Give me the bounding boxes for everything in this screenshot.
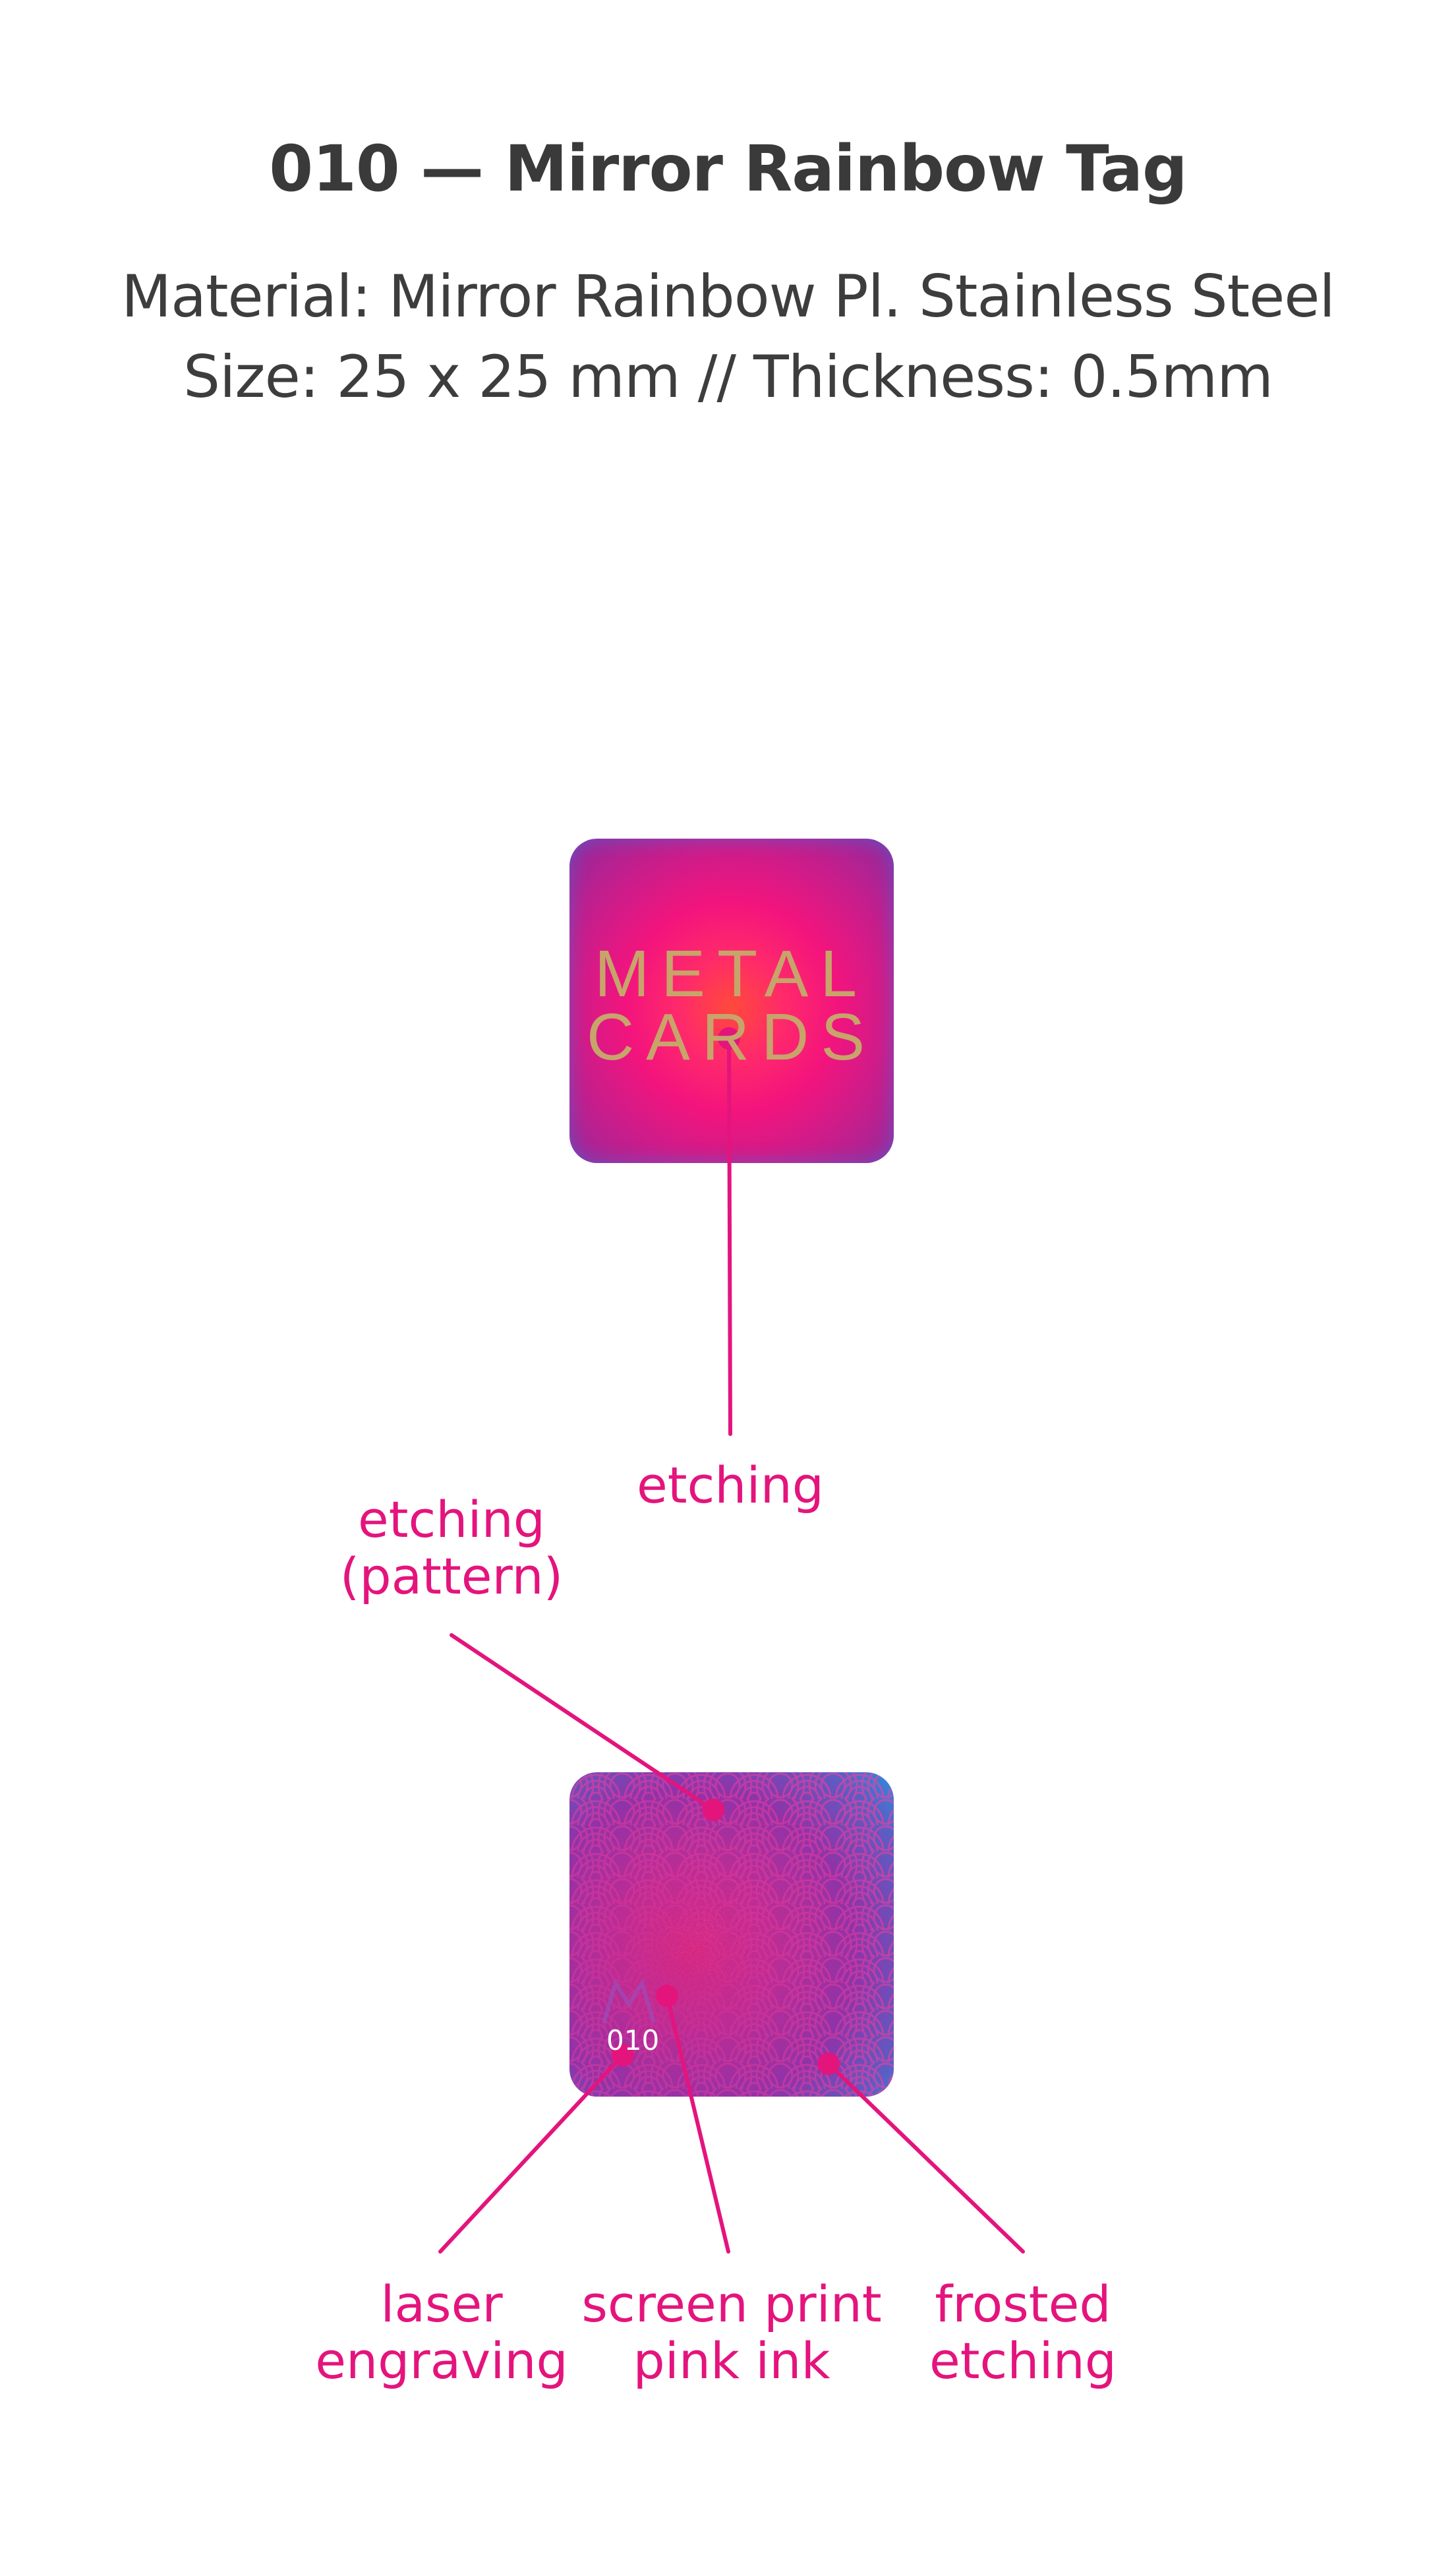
tag-number: 010 <box>606 2024 660 2056</box>
back-tag: 010 <box>569 1772 894 2097</box>
label-frosted-etching: frosted etching <box>929 2275 1117 2390</box>
label-screen-print: screen print pink ink <box>581 2275 882 2390</box>
size-spec: Size: 25 x 25 mm // Thickness: 0.5mm <box>183 343 1273 411</box>
label-etching: etching <box>636 1456 825 1514</box>
logo-text-metal: METAL <box>595 937 869 1011</box>
front-tag: METAL CARDS <box>569 839 894 1163</box>
logo-text-cards: CARDS <box>586 1000 877 1074</box>
label-laser-engraving: laser engraving <box>315 2275 568 2390</box>
page-title: 010 — Mirror Rainbow Tag <box>269 132 1187 206</box>
material-spec: Material: Mirror Rainbow Pl. Stainless S… <box>121 262 1335 330</box>
wave-pattern <box>569 1772 894 2097</box>
label-etching-pattern: etching (pattern) <box>339 1490 564 1605</box>
m-logo-icon <box>602 1978 656 2023</box>
